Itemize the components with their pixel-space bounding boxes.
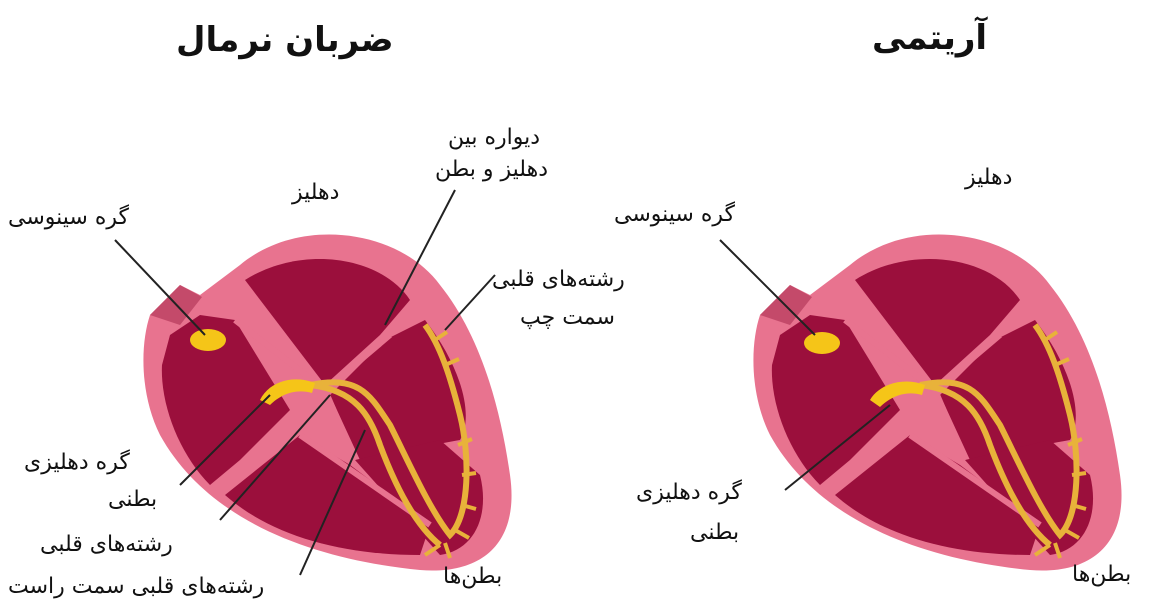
normal-heart xyxy=(143,235,511,571)
label-sa-node-left: گره سینوسی xyxy=(8,203,129,233)
arrhythmia-heart xyxy=(753,235,1121,571)
label-av-node-right-line2: بطنی xyxy=(690,518,739,548)
label-sa-node-right: گره سینوسی xyxy=(614,200,735,230)
label-av-node-line1: گره دهلیزی xyxy=(24,448,130,478)
label-right-bundle: رشته‌های قلبی سمت راست xyxy=(8,572,264,602)
label-septum-line2: دهلیز و بطن xyxy=(435,155,548,185)
label-septum-line1: دیواره بین xyxy=(448,123,540,153)
sa-node-right xyxy=(804,332,840,354)
label-av-node-line2: بطنی xyxy=(108,485,157,515)
label-atrium-right: دهلیز xyxy=(965,163,1012,193)
label-av-node-right-line1: گره دهلیزی xyxy=(636,478,742,508)
label-ventricles-left: بطن‌ها xyxy=(443,562,502,592)
label-bundle-fibers: رشته‌های قلبی xyxy=(40,530,173,560)
sa-node-left xyxy=(190,329,226,351)
label-atrium-left: دهلیز xyxy=(292,178,339,208)
label-ventricles-right: بطن‌ها xyxy=(1072,560,1131,590)
label-left-bundle-line2: سمت چپ xyxy=(520,303,615,333)
label-left-bundle-line1: رشته‌های قلبی xyxy=(492,265,625,295)
